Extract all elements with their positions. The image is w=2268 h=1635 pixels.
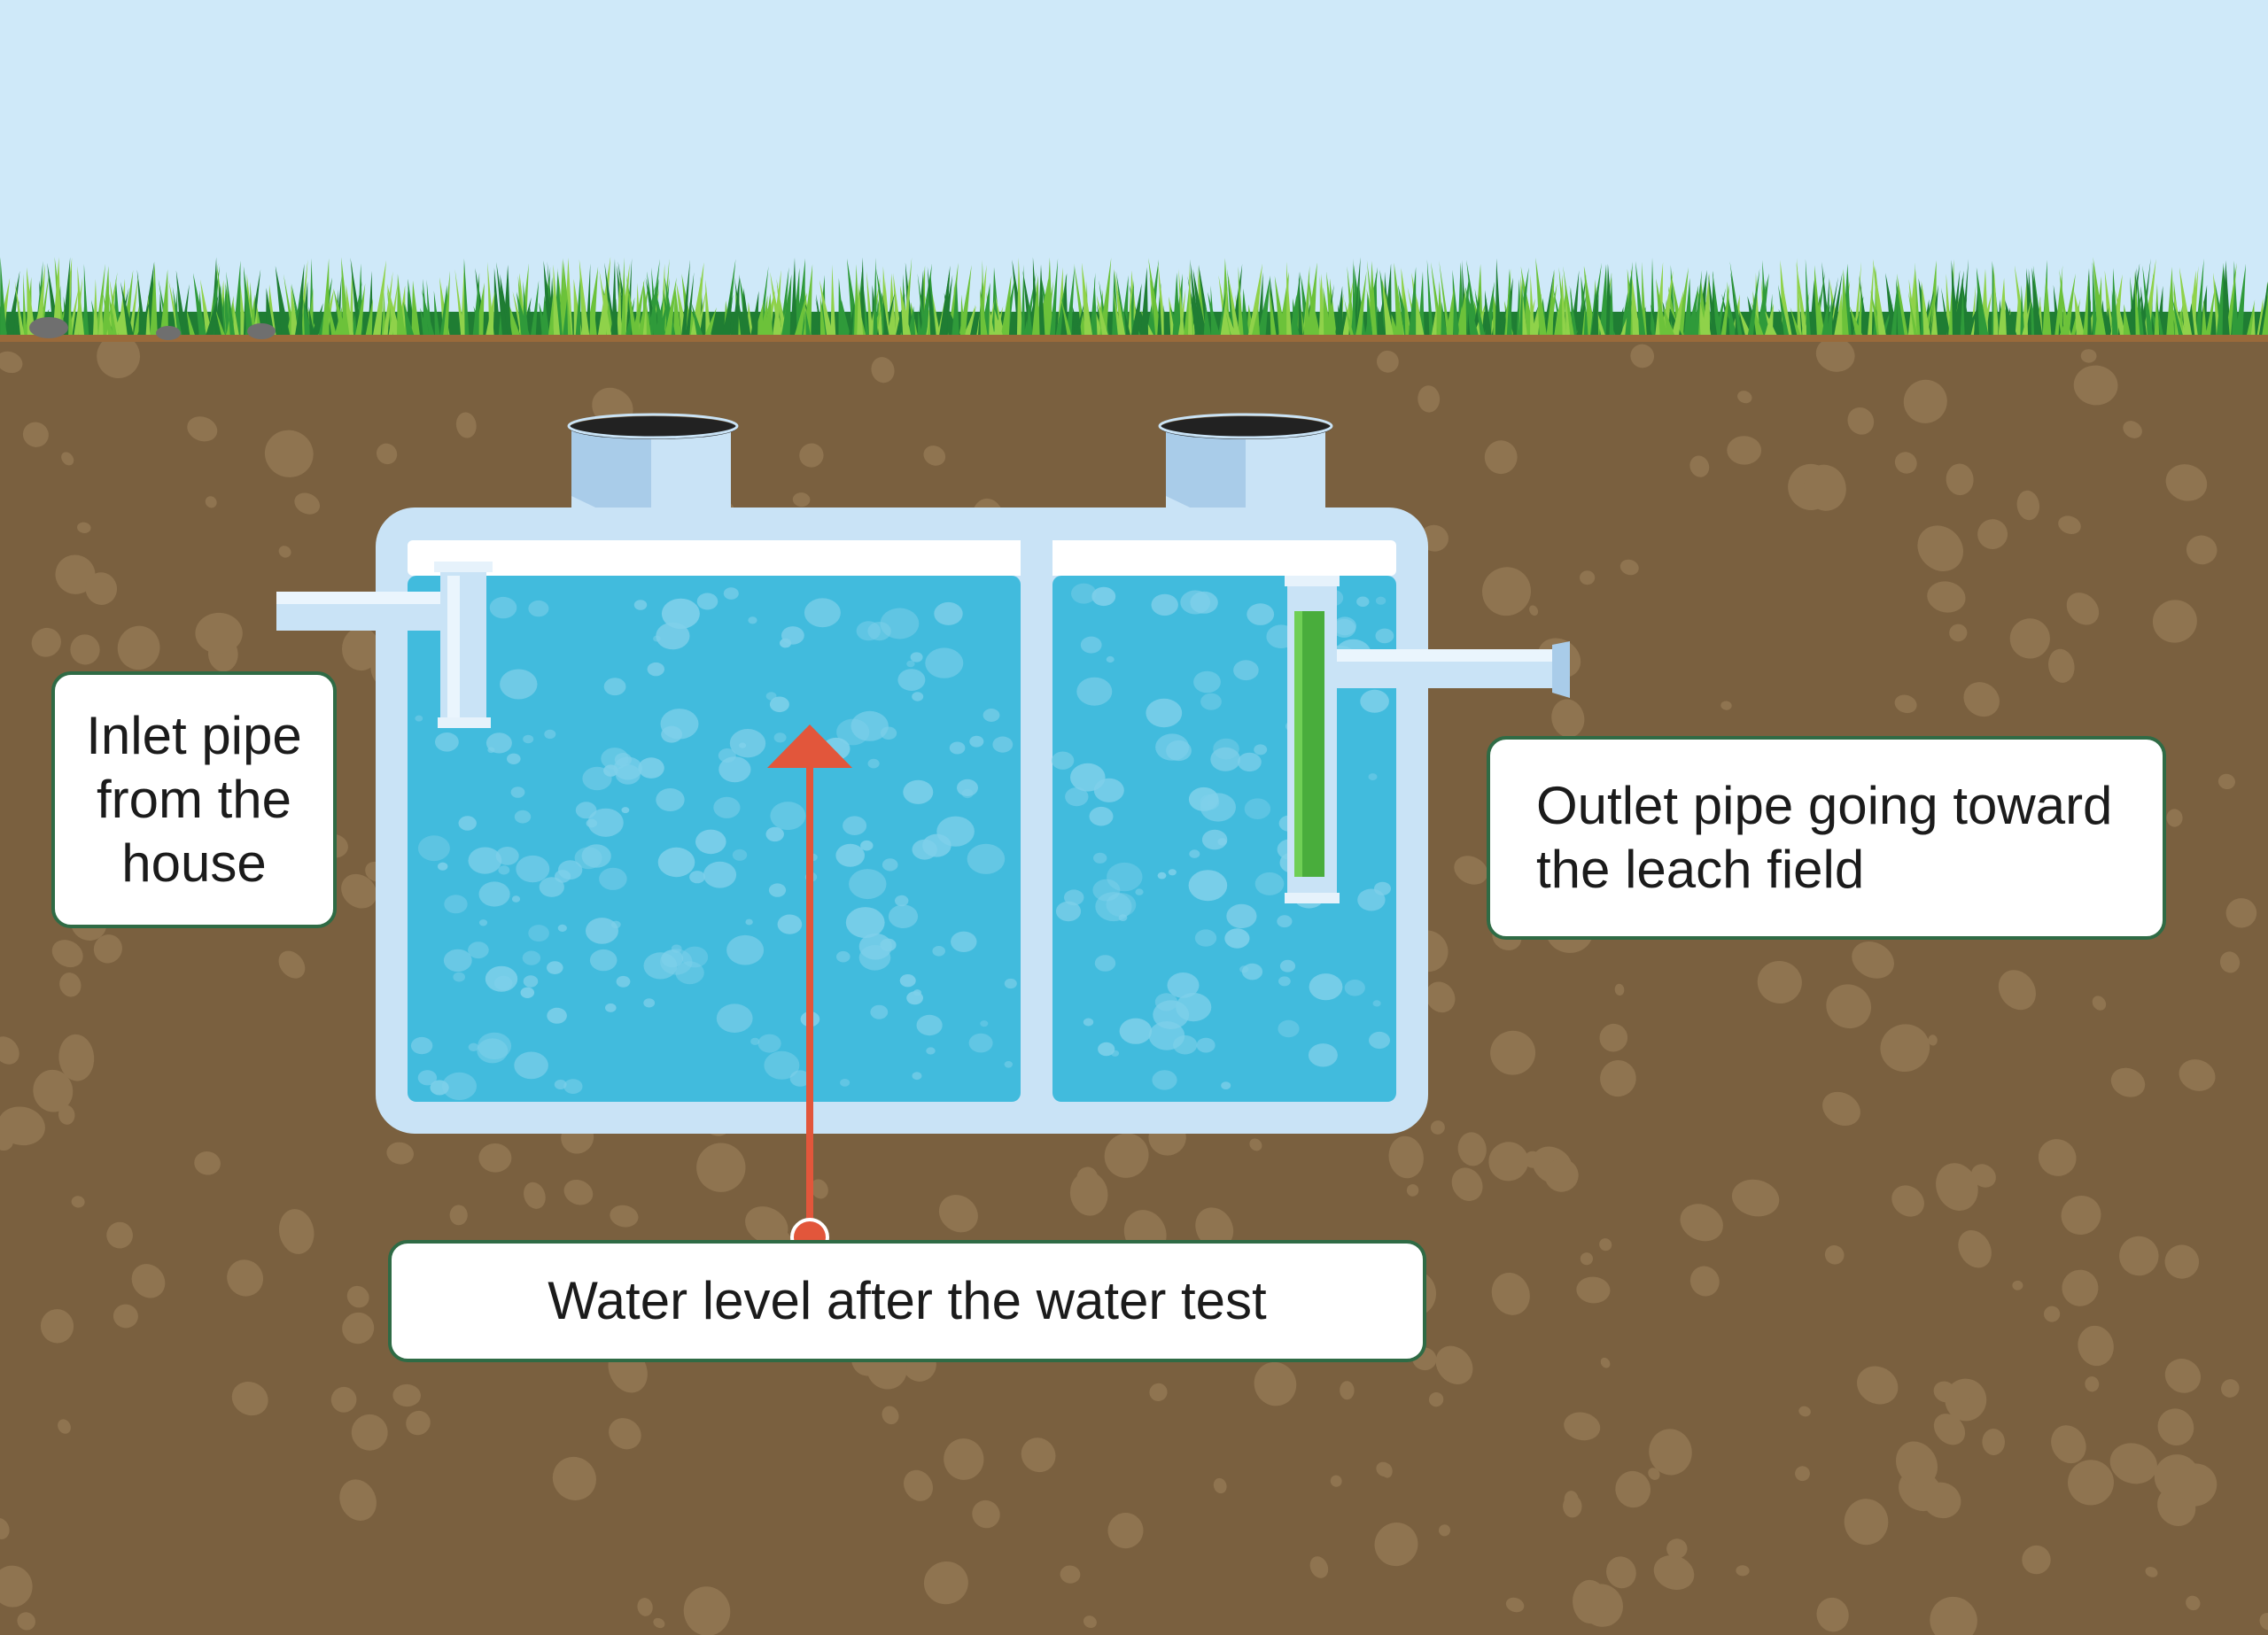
- grass: [0, 257, 2268, 337]
- inlet-pipe-label-text: Inlet pipe from the house: [86, 706, 302, 893]
- outlet-pipe-label: Outlet pipe going toward the leach field: [1487, 736, 2166, 940]
- surface-rocks: [29, 317, 276, 340]
- outlet-pipe: [1285, 576, 1570, 903]
- inlet-pipe: [276, 562, 493, 728]
- outlet-pipe-label-text: Outlet pipe going toward the leach field: [1536, 776, 2113, 899]
- baffle-wall-lower: [1021, 800, 1052, 1102]
- sky: [0, 0, 2268, 345]
- tank-air-gap: [408, 540, 1396, 576]
- baffle-wall-upper: [1021, 537, 1052, 733]
- water-level-label: Water level after the water test: [388, 1240, 1426, 1362]
- topsoil-line: [0, 335, 2268, 342]
- inlet-pipe-label: Inlet pipe from the house: [51, 671, 337, 928]
- water-level-label-text: Water level after the water test: [548, 1271, 1267, 1330]
